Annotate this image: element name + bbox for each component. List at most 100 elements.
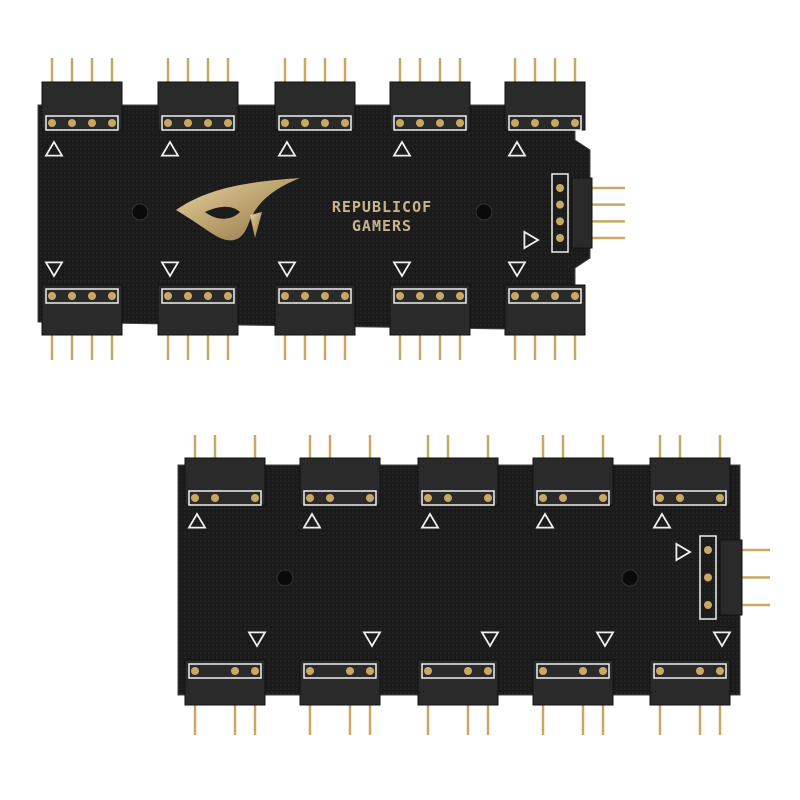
pin-header: [157, 284, 239, 336]
solder-pad: [464, 667, 472, 675]
arrow-marker: [187, 512, 207, 529]
silkscreen-outline: [45, 288, 119, 304]
silkscreen-outline: [393, 115, 467, 131]
rog-logo: [176, 178, 300, 241]
pcb-board-bottom: [177, 435, 770, 735]
solder-pad: [559, 494, 567, 502]
solder-pad: [456, 292, 464, 300]
side-pin-header: [719, 539, 743, 616]
solder-pad: [211, 494, 219, 502]
silkscreen-outline: [653, 490, 727, 506]
solder-pad: [321, 119, 329, 127]
silkscreen-outline: [161, 288, 235, 304]
solder-pad: [48, 119, 56, 127]
arrow-marker: [160, 140, 180, 157]
logo-text-line1: REPUBLICOF: [332, 198, 432, 216]
silkscreen-outline: [278, 115, 352, 131]
arrow-marker: [302, 512, 322, 529]
arrow-marker: [535, 512, 555, 529]
silkscreen-outline: [421, 663, 495, 679]
solder-pad: [224, 292, 232, 300]
arrow-marker: [595, 631, 615, 648]
solder-pad: [676, 494, 684, 502]
mounting-hole: [475, 203, 493, 221]
solder-pad: [599, 494, 607, 502]
pin-header: [504, 284, 586, 336]
silkscreen-outline: [303, 490, 377, 506]
arrow-marker: [480, 631, 500, 648]
logo-text-line2: GAMERS: [352, 217, 412, 235]
solder-pad: [484, 667, 492, 675]
arrow-marker: [507, 261, 527, 278]
solder-pad: [341, 119, 349, 127]
solder-pad: [716, 667, 724, 675]
silkscreen-outline: [303, 663, 377, 679]
solder-pad: [68, 119, 76, 127]
arrow-marker: [44, 140, 64, 157]
arrow-marker: [652, 512, 672, 529]
silkscreen-outline: [188, 663, 262, 679]
solder-pad: [571, 292, 579, 300]
silkscreen-outline: [699, 535, 717, 620]
solder-pad: [416, 119, 424, 127]
solder-pad: [556, 234, 564, 242]
solder-pad: [704, 601, 712, 609]
solder-pad: [341, 292, 349, 300]
solder-pad: [716, 494, 724, 502]
arrow-marker: [675, 542, 692, 562]
mounting-hole: [131, 203, 149, 221]
arrow-marker: [277, 140, 297, 157]
solder-pad: [301, 292, 309, 300]
solder-pad: [326, 494, 334, 502]
solder-pad: [424, 494, 432, 502]
silkscreen-outline: [45, 115, 119, 131]
solder-pad: [204, 292, 212, 300]
solder-pad: [396, 119, 404, 127]
solder-pad: [68, 292, 76, 300]
solder-pad: [579, 667, 587, 675]
solder-pad: [301, 119, 309, 127]
pin-header: [417, 659, 499, 706]
side-pin-header: [571, 177, 593, 249]
silkscreen-outline: [188, 490, 262, 506]
solder-pad: [251, 667, 259, 675]
silkscreen-outline: [653, 663, 727, 679]
silkscreen-outline: [551, 173, 569, 253]
arrow-marker: [44, 261, 64, 278]
solder-pad: [306, 494, 314, 502]
solder-pad: [231, 667, 239, 675]
arrow-marker: [247, 631, 267, 648]
solder-pad: [556, 217, 564, 226]
arrow-marker: [277, 261, 297, 278]
arrow-marker: [507, 140, 527, 157]
solder-pad: [531, 119, 539, 127]
silkscreen-outline: [536, 490, 610, 506]
silkscreen-outline: [393, 288, 467, 304]
solder-pad: [696, 667, 704, 675]
solder-pad: [306, 667, 314, 675]
arrow-marker: [392, 140, 412, 157]
solder-pad: [366, 667, 374, 675]
solder-pad: [456, 119, 464, 127]
solder-pad: [531, 292, 539, 300]
solder-pad: [656, 494, 664, 502]
solder-pad: [511, 119, 519, 127]
solder-pad: [346, 667, 354, 675]
solder-pad: [224, 119, 232, 127]
solder-pad: [436, 292, 444, 300]
solder-pad: [108, 292, 116, 300]
arrow-marker: [362, 631, 382, 648]
solder-pad: [366, 494, 374, 502]
pcb-board-top: [37, 58, 625, 360]
solder-pad: [204, 119, 212, 127]
pin-header: [274, 284, 356, 336]
arrow-marker: [712, 631, 732, 648]
solder-pad: [484, 494, 492, 502]
arrow-marker: [420, 512, 440, 529]
pin-header: [41, 284, 123, 336]
solder-pad: [444, 494, 452, 502]
solder-pad: [396, 292, 404, 300]
solder-pad: [48, 292, 56, 300]
